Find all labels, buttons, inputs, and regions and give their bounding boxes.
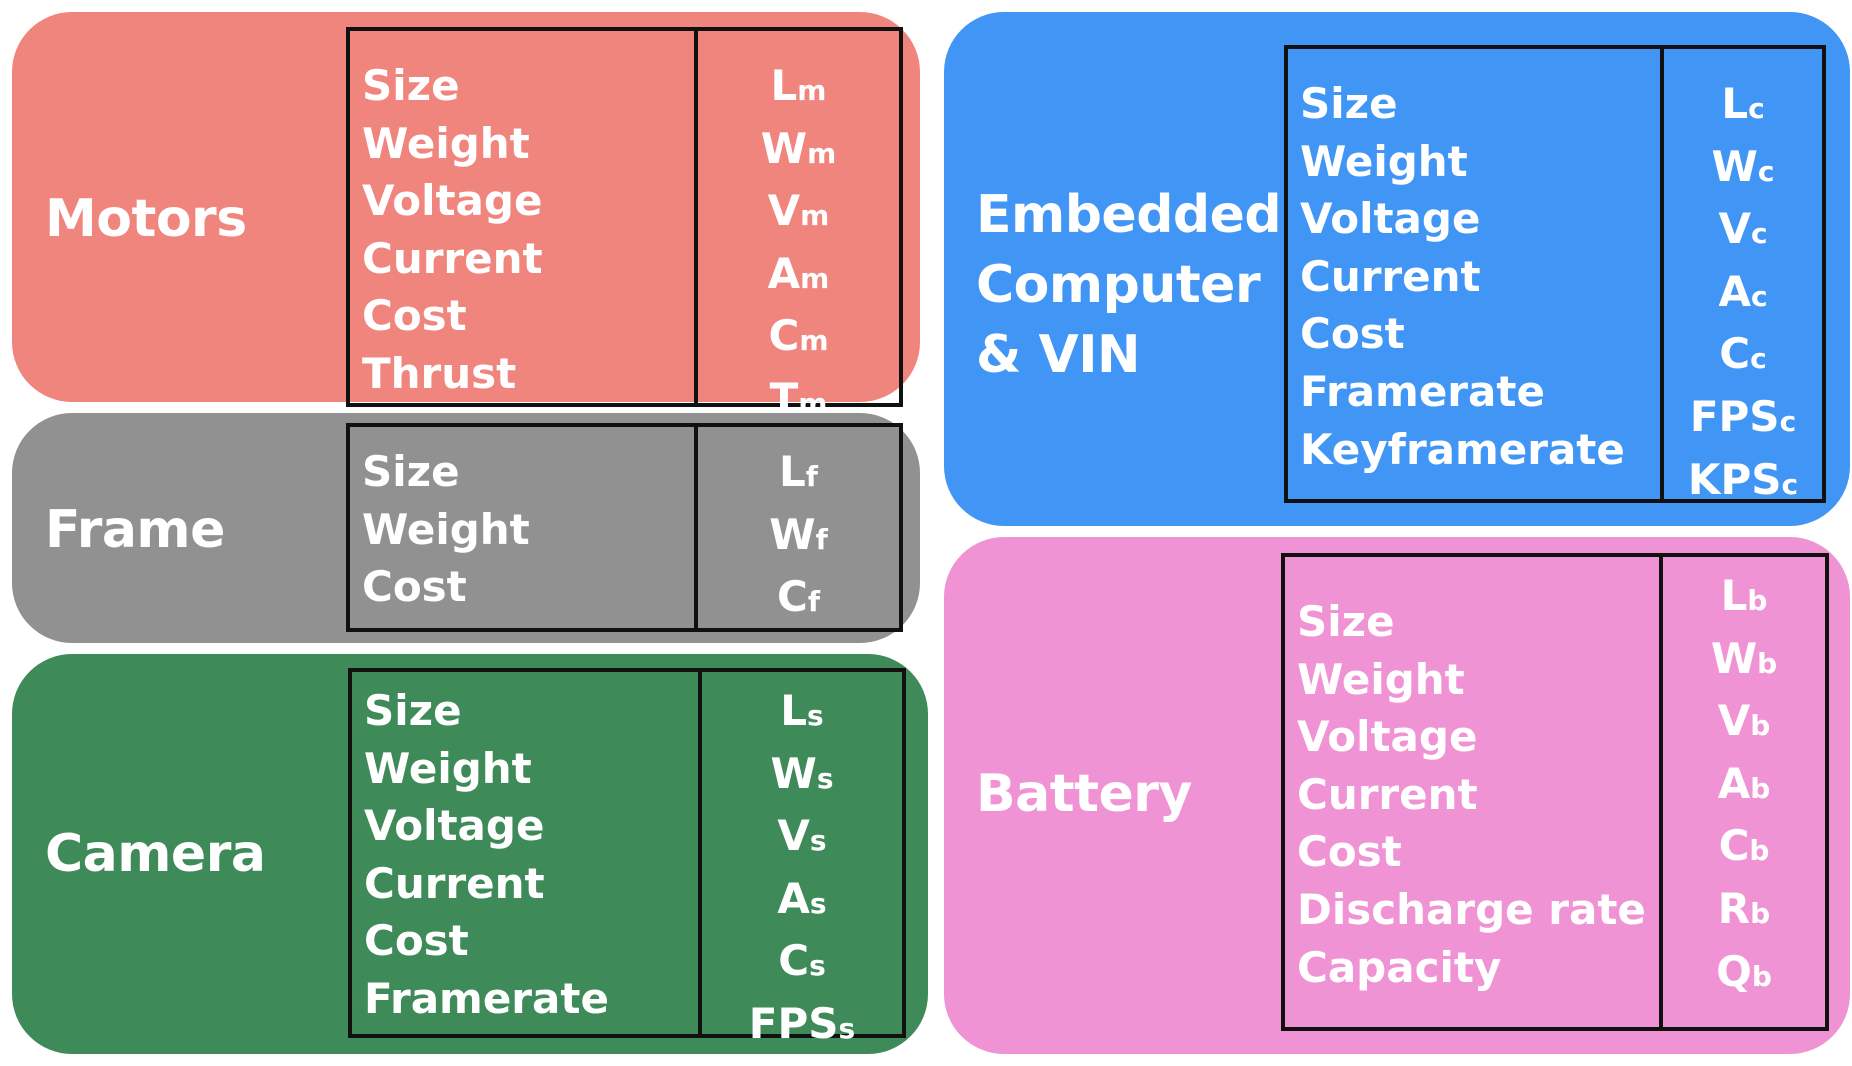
battery-panel: Battery Size Weight Voltage Current Cost… <box>944 537 1850 1054</box>
battery-table: Size Weight Voltage Current Cost Dischar… <box>1281 553 1829 1031</box>
battery-title: Battery <box>976 764 1192 824</box>
motors-symbols: Lm Wm Vm Am Cm Tm <box>698 57 899 433</box>
symbol: KPSc <box>1687 454 1799 504</box>
property-name: Current <box>1300 251 1481 301</box>
property-name: Capacity <box>1297 942 1502 992</box>
symbol: Ab <box>1717 758 1771 808</box>
property-name: Size <box>364 686 462 735</box>
property-name: Cost <box>1297 827 1402 877</box>
property-name: Cost <box>362 562 467 612</box>
column-divider <box>694 31 698 403</box>
symbol: Wf <box>769 509 828 559</box>
symbol: Ws <box>770 748 834 798</box>
property-name: Cost <box>362 291 467 341</box>
symbol: Lf <box>779 447 818 496</box>
property-name: Current <box>364 858 545 908</box>
property-name: Current <box>1297 769 1478 819</box>
property-name: Size <box>1297 597 1395 646</box>
property-name: Voltage <box>1300 194 1481 244</box>
symbol: Wb <box>1710 633 1778 683</box>
frame-table: Size Weight Cost Lf Wf Cf <box>346 423 903 632</box>
symbol: Lc <box>1721 79 1765 128</box>
column-divider <box>694 427 698 628</box>
symbol: Wm <box>760 123 837 173</box>
symbol: FPSc <box>1689 391 1797 441</box>
camera-panel: Camera Size Weight Voltage Current Cost … <box>12 654 928 1054</box>
camera-property-names: Size Weight Voltage Current Cost Framera… <box>364 682 609 1028</box>
symbol: Lm <box>770 61 827 110</box>
frame-symbols: Lf Wf Cf <box>698 443 899 631</box>
camera-title: Camera <box>45 824 266 884</box>
property-name: Current <box>362 233 543 283</box>
symbol: Vs <box>777 811 827 861</box>
property-name: Size <box>362 61 460 110</box>
symbol: Qb <box>1716 946 1772 996</box>
camera-table: Size Weight Voltage Current Cost Framera… <box>348 668 906 1048</box>
symbol: Cm <box>768 311 829 361</box>
embedded-computer-property-names: Size Weight Voltage Current Cost Framera… <box>1300 75 1625 478</box>
symbol: Ac <box>1718 266 1768 316</box>
column-divider <box>1660 49 1664 499</box>
symbol: Lb <box>1720 571 1768 620</box>
symbol: Vc <box>1718 204 1768 254</box>
property-name: Keyframerate <box>1300 424 1625 474</box>
column-divider <box>1659 557 1663 1027</box>
property-name: Discharge rate <box>1297 884 1646 934</box>
symbol: Cb <box>1718 821 1770 871</box>
property-name: Cost <box>1300 309 1405 359</box>
symbol: As <box>777 873 827 923</box>
motors-panel: Motors Size Weight Voltage Current Cost … <box>12 12 920 423</box>
symbol: Wc <box>1711 141 1775 191</box>
property-name: Framerate <box>1300 366 1545 416</box>
property-name: Size <box>1300 79 1398 128</box>
battery-property-names: Size Weight Voltage Current Cost Dischar… <box>1297 593 1646 996</box>
symbol: Rb <box>1717 883 1771 933</box>
symbol: FPSs <box>748 998 856 1048</box>
property-name: Voltage <box>364 801 545 851</box>
property-name: Voltage <box>362 176 543 226</box>
motors-table: Size Weight Voltage Current Cost Thrust … <box>346 27 903 423</box>
property-name: Weight <box>364 743 532 793</box>
symbol: Cf <box>776 572 820 622</box>
frame-title: Frame <box>45 500 225 560</box>
motors-title: Motors <box>45 189 247 249</box>
symbol: Vb <box>1717 696 1771 746</box>
frame-property-names: Size Weight Cost <box>362 443 530 616</box>
property-name: Cost <box>364 916 469 966</box>
battery-symbols: Lb Wb Vb Ab Cb Rb Qb <box>1663 567 1825 1005</box>
property-name: Size <box>362 447 460 496</box>
symbol: Vm <box>767 186 830 236</box>
frame-panel: Frame Size Weight Cost Lf Wf Cf <box>12 413 920 643</box>
symbol: Am <box>767 248 830 298</box>
property-name: Voltage <box>1297 712 1478 762</box>
symbol: Cs <box>778 936 826 986</box>
embedded-computer-table: Size Weight Voltage Current Cost Framera… <box>1284 45 1826 504</box>
property-name: Weight <box>1297 654 1465 704</box>
embedded-computer-panel: Embedded Computer & VIN Size Weight Volt… <box>944 12 1850 526</box>
motors-property-names: Size Weight Voltage Current Cost Thrust <box>362 57 543 403</box>
property-name: Weight <box>1300 136 1468 186</box>
property-name: Weight <box>362 118 530 168</box>
embedded-computer-symbols: Lc Wc Vc Ac Cc FPSc KPSc <box>1664 75 1822 513</box>
column-divider <box>698 672 702 1034</box>
embedded-computer-title: Embedded Computer & VIN <box>976 185 1282 385</box>
property-name: Thrust <box>362 348 517 398</box>
property-name: Framerate <box>364 973 609 1023</box>
symbol: Ls <box>780 686 824 735</box>
property-name: Weight <box>362 504 530 554</box>
camera-symbols: Ls Ws Vs As Cs FPSs <box>702 682 902 1058</box>
symbol: Cc <box>1719 329 1767 379</box>
